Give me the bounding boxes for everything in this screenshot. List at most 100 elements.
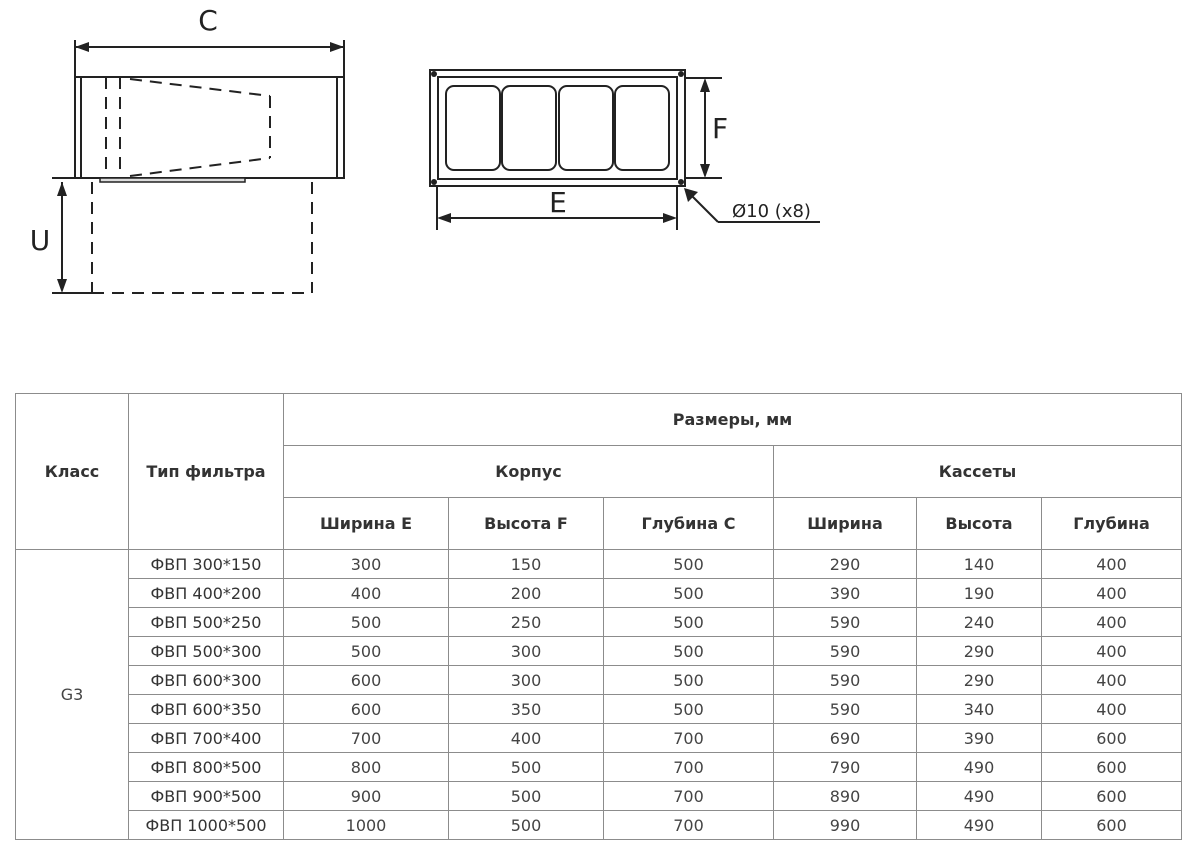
value-cell: 600 — [283, 694, 449, 724]
header-cassette-width: Ширина — [773, 497, 917, 550]
klass-cell: G3 — [15, 549, 129, 840]
header-filter-type: Тип фильтра — [128, 393, 284, 550]
value-cell: 890 — [773, 781, 917, 811]
value-cell: 300 — [283, 549, 449, 579]
value-cell: 700 — [603, 723, 774, 753]
filter-type-cell: ФВП 600*300 — [128, 665, 284, 695]
side-view — [52, 40, 345, 294]
value-cell: 500 — [603, 694, 774, 724]
value-cell: 900 — [283, 781, 449, 811]
value-cell: 300 — [448, 665, 604, 695]
value-cell: 500 — [448, 752, 604, 782]
value-cell: 700 — [603, 752, 774, 782]
header-cassette-depth: Глубина — [1040, 497, 1183, 550]
value-cell: 790 — [773, 752, 917, 782]
value-cell: 500 — [448, 781, 604, 811]
header-housing-width: Ширина E — [283, 497, 449, 550]
dimension-label-c: C — [198, 4, 218, 37]
value-cell: 400 — [448, 723, 604, 753]
front-view — [429, 69, 820, 230]
value-cell: 600 — [1040, 810, 1183, 840]
value-cell: 500 — [603, 607, 774, 637]
header-klass: Класс — [15, 393, 129, 550]
filter-specs-table: Класс Тип фильтра Размеры, мм Корпус Кас… — [15, 393, 1183, 840]
value-cell: 400 — [1040, 694, 1183, 724]
value-cell: 240 — [916, 607, 1042, 637]
value-cell: 400 — [1040, 636, 1183, 666]
header-housing-depth: Глубина C — [603, 497, 774, 550]
value-cell: 590 — [773, 636, 917, 666]
value-cell: 590 — [773, 694, 917, 724]
value-cell: 500 — [448, 810, 604, 840]
value-cell: 500 — [283, 607, 449, 637]
value-cell: 390 — [916, 723, 1042, 753]
dimension-label-e: E — [549, 186, 567, 219]
value-cell: 490 — [916, 752, 1042, 782]
value-cell: 400 — [1040, 578, 1183, 608]
dimension-label-u: U — [30, 224, 51, 257]
filter-type-cell: ФВП 500*300 — [128, 636, 284, 666]
value-cell: 700 — [283, 723, 449, 753]
value-cell: 200 — [448, 578, 604, 608]
header-housing-height: Высота F — [448, 497, 604, 550]
filter-type-cell: ФВП 300*150 — [128, 549, 284, 579]
value-cell: 400 — [1040, 607, 1183, 637]
value-cell: 700 — [603, 810, 774, 840]
value-cell: 600 — [1040, 752, 1183, 782]
value-cell: 350 — [448, 694, 604, 724]
filter-type-cell: ФВП 900*500 — [128, 781, 284, 811]
value-cell: 490 — [916, 781, 1042, 811]
value-cell: 700 — [603, 781, 774, 811]
value-cell: 990 — [773, 810, 917, 840]
value-cell: 390 — [773, 578, 917, 608]
header-cassette-height: Высота — [916, 497, 1042, 550]
value-cell: 300 — [448, 636, 604, 666]
value-cell: 290 — [773, 549, 917, 579]
value-cell: 290 — [916, 636, 1042, 666]
value-cell: 600 — [283, 665, 449, 695]
hole-note: Ø10 (x8) — [732, 201, 811, 222]
header-housing: Корпус — [283, 445, 774, 498]
value-cell: 590 — [773, 607, 917, 637]
header-cassettes: Кассеты — [772, 445, 1183, 498]
value-cell: 250 — [448, 607, 604, 637]
filter-type-cell: ФВП 700*400 — [128, 723, 284, 753]
dimension-label-f: F — [712, 112, 728, 145]
value-cell: 500 — [283, 636, 449, 666]
value-cell: 690 — [773, 723, 917, 753]
header-sizes: Размеры, мм — [282, 393, 1183, 446]
value-cell: 400 — [1040, 549, 1183, 579]
value-cell: 500 — [603, 636, 774, 666]
value-cell: 290 — [916, 665, 1042, 695]
value-cell: 490 — [916, 810, 1042, 840]
value-cell: 190 — [916, 578, 1042, 608]
filter-type-cell: ФВП 1000*500 — [128, 810, 284, 840]
value-cell: 500 — [603, 578, 774, 608]
value-cell: 600 — [1040, 723, 1183, 753]
value-cell: 340 — [916, 694, 1042, 724]
value-cell: 500 — [603, 549, 774, 579]
value-cell: 140 — [916, 549, 1042, 579]
filter-type-cell: ФВП 800*500 — [128, 752, 284, 782]
value-cell: 800 — [283, 752, 449, 782]
value-cell: 400 — [1040, 665, 1183, 695]
value-cell: 400 — [283, 578, 449, 608]
value-cell: 150 — [448, 549, 604, 579]
filter-type-cell: ФВП 400*200 — [128, 578, 284, 608]
value-cell: 1000 — [283, 810, 449, 840]
filter-type-cell: ФВП 500*250 — [128, 607, 284, 637]
value-cell: 600 — [1040, 781, 1183, 811]
filter-type-cell: ФВП 600*350 — [128, 694, 284, 724]
value-cell: 500 — [603, 665, 774, 695]
technical-drawing: C U F E Ø10 (x8) — [30, 4, 820, 294]
